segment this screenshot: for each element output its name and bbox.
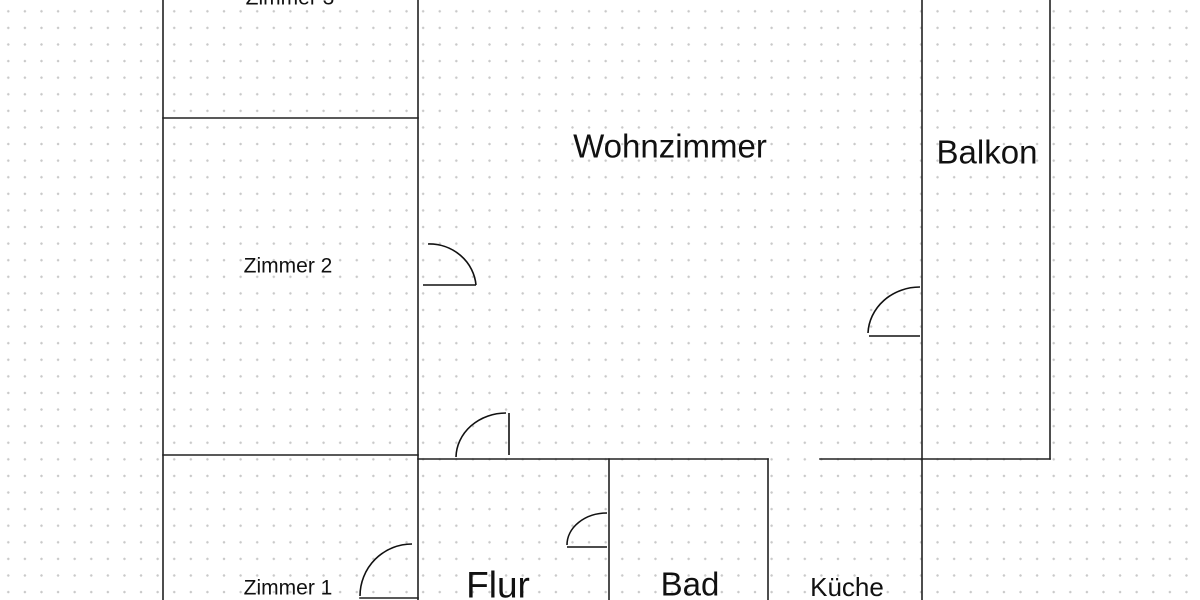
room-label-wohnzimmer: Wohnzimmer [573, 127, 767, 165]
door-bad [566, 512, 608, 548]
door-zimmer1 [359, 543, 413, 597]
door-flur [455, 412, 510, 458]
room-label-flur: Flur [466, 564, 530, 600]
room-label-zimmer3: Zimmer 3 [246, 0, 335, 9]
room-label-zimmer2: Zimmer 2 [243, 254, 333, 278]
room-label-zimmer1: Zimmer 1 [243, 576, 333, 600]
room-label-balkon: Balkon [936, 133, 1038, 171]
door-balkon [867, 286, 921, 337]
door-zimmer2 [423, 243, 477, 286]
room-label-kueche: Küche [810, 572, 884, 600]
room-label-bad: Bad [660, 565, 720, 600]
